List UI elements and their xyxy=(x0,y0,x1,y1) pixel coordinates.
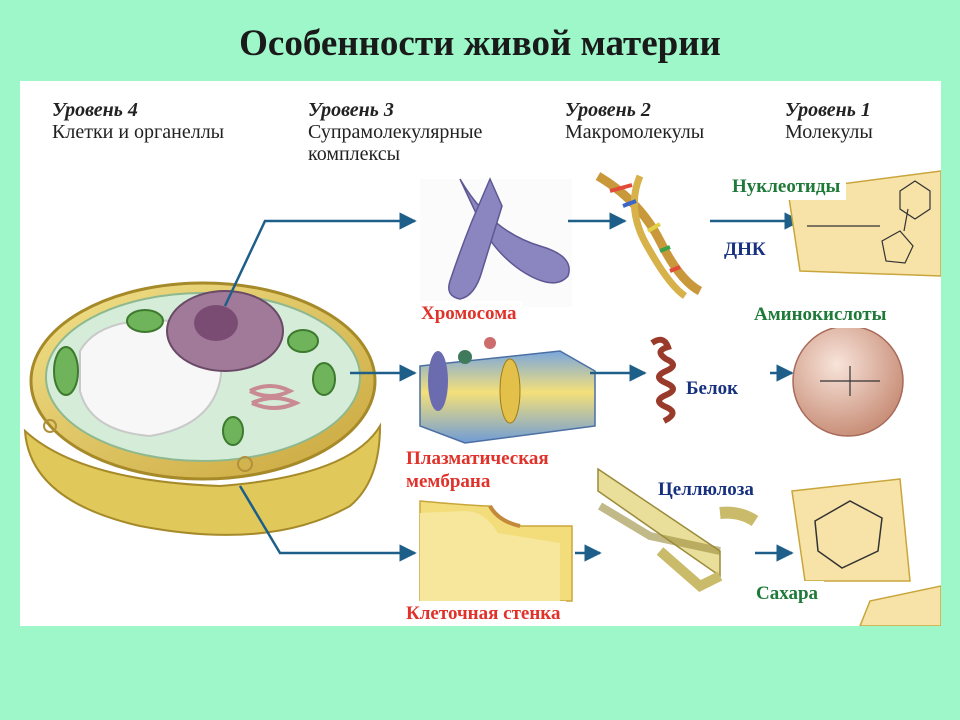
level-1-description: Молекулы xyxy=(785,121,873,143)
cellulose-illustration xyxy=(597,467,759,592)
level-4-header: Уровень 4 Клетки и органеллы xyxy=(52,99,224,143)
level-2-heading: Уровень 2 xyxy=(565,99,651,121)
level-1-header: Уровень 1 Молекулы xyxy=(785,99,873,143)
level-2-header: Уровень 2 Макромолекулы xyxy=(565,99,704,143)
arrows-level4-to-level3 xyxy=(223,212,417,562)
dna-illustration xyxy=(595,172,703,299)
level-3-heading: Уровень 3 xyxy=(308,99,394,121)
label-sugars: Сахара xyxy=(750,581,825,607)
level-4-heading: Уровень 4 xyxy=(52,99,138,121)
plant-cell-illustration xyxy=(23,281,382,536)
label-dna: ДНК xyxy=(718,237,772,263)
membrane-illustration xyxy=(419,337,596,444)
label-plasma-membrane: Плазматическая мембрана xyxy=(400,445,597,495)
protein-illustration xyxy=(650,336,676,424)
level-3-description: Супрамолекулярные комплексы xyxy=(308,121,483,165)
level-3-header: Уровень 3 Супрамолекулярные комплексы xyxy=(308,99,548,165)
diagram-panel: Уровень 4 Клетки и органеллы Уровень 3 С… xyxy=(20,81,941,626)
amino-acid-molecule xyxy=(792,325,904,437)
sugar-molecules xyxy=(791,478,941,626)
label-cellulose: Целлюлоза xyxy=(652,477,760,503)
level-4-description: Клетки и органеллы xyxy=(52,121,225,143)
label-nucleotides: Нуклеотиды xyxy=(726,174,847,200)
slide-title: Особенности живой материи xyxy=(239,23,721,64)
label-protein: Белок xyxy=(680,376,745,402)
arrows-level3-to-level2 xyxy=(568,212,647,562)
level-2-description: Макромолекулы xyxy=(565,121,705,143)
level-1-heading: Уровень 1 xyxy=(785,99,871,121)
chromosome-illustration xyxy=(420,177,572,307)
cell-wall-illustration xyxy=(419,500,573,602)
diagram-illustration xyxy=(23,170,941,626)
label-chromosome: Хромосома xyxy=(415,301,523,327)
arrows-level2-to-level1 xyxy=(710,212,802,562)
label-amino-acids: Аминокислоты xyxy=(748,302,893,328)
label-cell-wall: Клеточная стенка xyxy=(400,601,567,626)
